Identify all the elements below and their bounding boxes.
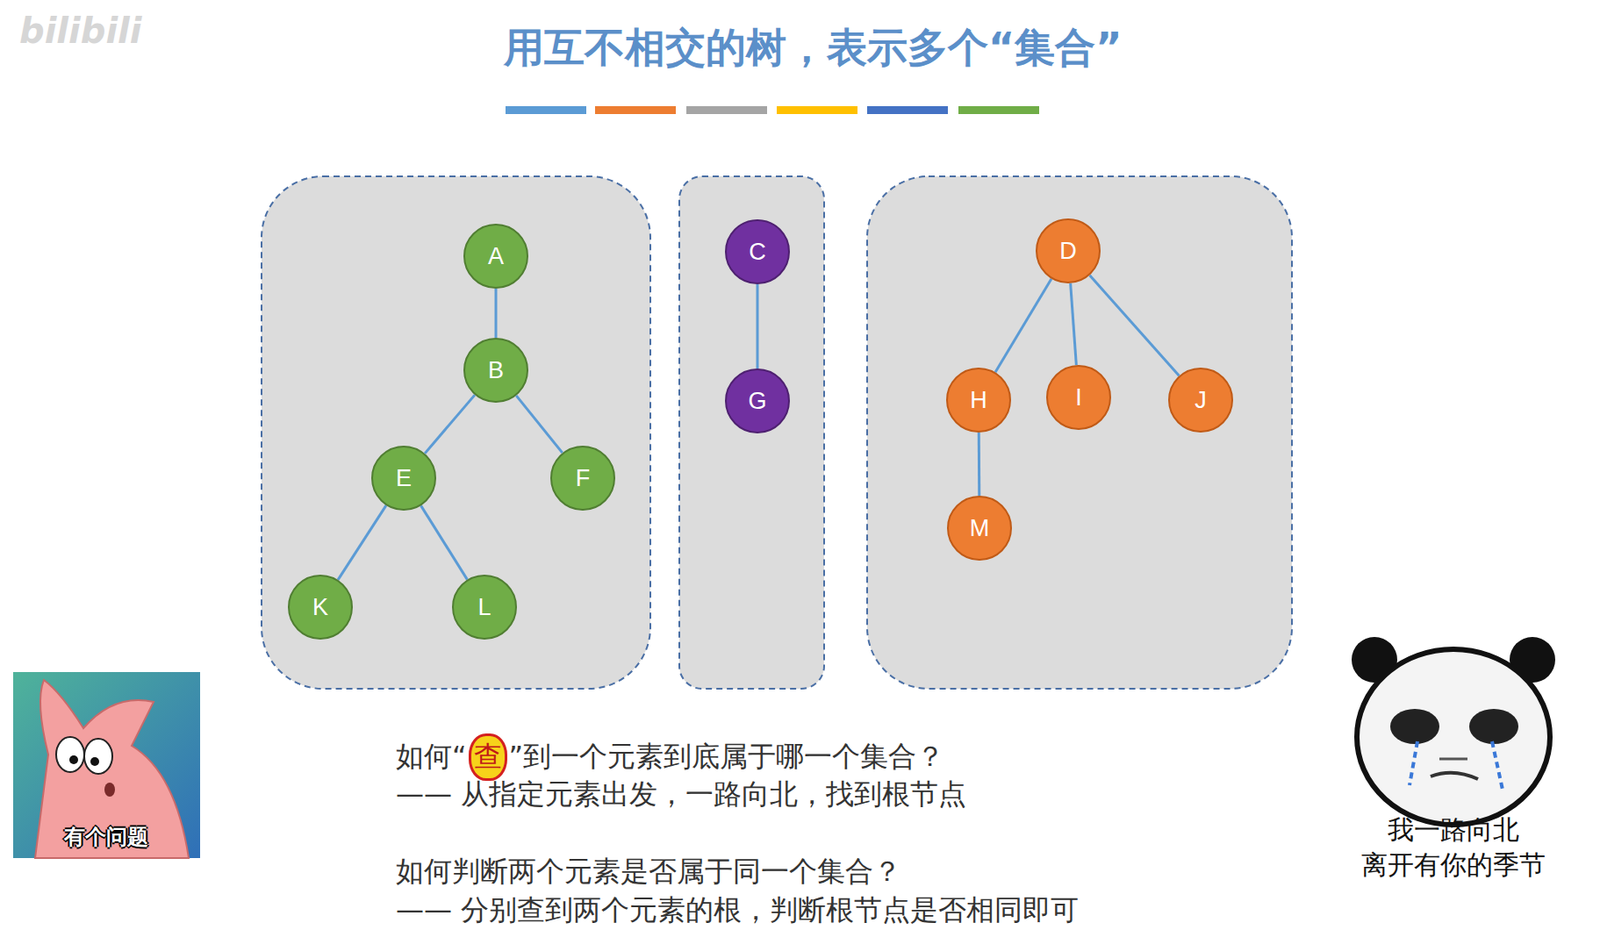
watermark: bilibili [19, 10, 143, 51]
node-label: I [1075, 384, 1083, 412]
tree-node: H [946, 367, 1012, 433]
panda-meme [1344, 637, 1562, 888]
node-label: D [1059, 237, 1077, 266]
tree-edge [421, 505, 468, 580]
node-label: B [487, 357, 504, 385]
tree-node: F [550, 445, 616, 511]
tree-node: C [724, 219, 790, 285]
title: 用互不相交的树，表示多个“集合” [503, 21, 1122, 76]
tree-edge [516, 395, 563, 453]
node-label: K [312, 594, 329, 622]
tree-node: M [947, 495, 1012, 561]
tree-edge [337, 505, 387, 581]
tree-node: G [724, 368, 790, 434]
highlight-word: 查 [468, 733, 508, 782]
question-text: 如何判断两个元素是否属于同一个集合？ [395, 853, 902, 892]
tree-node: D [1035, 218, 1101, 284]
answer-text: —— 分别查到两个元素的根，判断根节点是否相同即可 [395, 891, 1079, 930]
tree-edge [1070, 283, 1077, 366]
node-label: L [477, 594, 491, 622]
tree-node: B [463, 337, 529, 403]
set-panel [867, 176, 1292, 689]
tree-node: I [1046, 365, 1112, 431]
tree-edge [424, 394, 475, 454]
tree-edge [495, 288, 498, 338]
tree-node: A [463, 223, 529, 289]
tree-node: L [452, 574, 517, 640]
color-strip [505, 106, 1040, 115]
node-label: E [395, 465, 412, 493]
question-text: 如何“ [395, 738, 467, 777]
answer-text: —— 从指定元素出发，一路向北，找到根节点 [395, 775, 967, 815]
tree-edge [995, 279, 1052, 374]
set-panel [679, 176, 825, 689]
node-label: G [747, 387, 767, 416]
question-line: 如何“查”到一个元素到底属于哪一个集合？ [395, 733, 945, 782]
tree-node: E [371, 445, 437, 511]
tree-edge [977, 432, 981, 496]
patrick-meme [13, 672, 201, 859]
node-label: H [969, 387, 988, 415]
node-label: J [1194, 387, 1207, 415]
tree-edge [756, 284, 760, 369]
node-label: F [575, 465, 591, 493]
meme-caption: 离开有你的季节 [1361, 847, 1546, 884]
meme-caption: 我一路向北 [1387, 812, 1520, 849]
node-label: C [748, 238, 767, 266]
question-text: ”到一个元素到底属于哪一个集合？ [509, 738, 946, 777]
set-panel [261, 176, 651, 689]
node-label: M [969, 515, 991, 543]
tree-node: K [287, 574, 353, 640]
node-label: A [487, 243, 504, 271]
meme-caption: 有个问题 [64, 823, 149, 852]
tree-edge [1090, 275, 1180, 377]
tree-node: J [1168, 367, 1234, 433]
